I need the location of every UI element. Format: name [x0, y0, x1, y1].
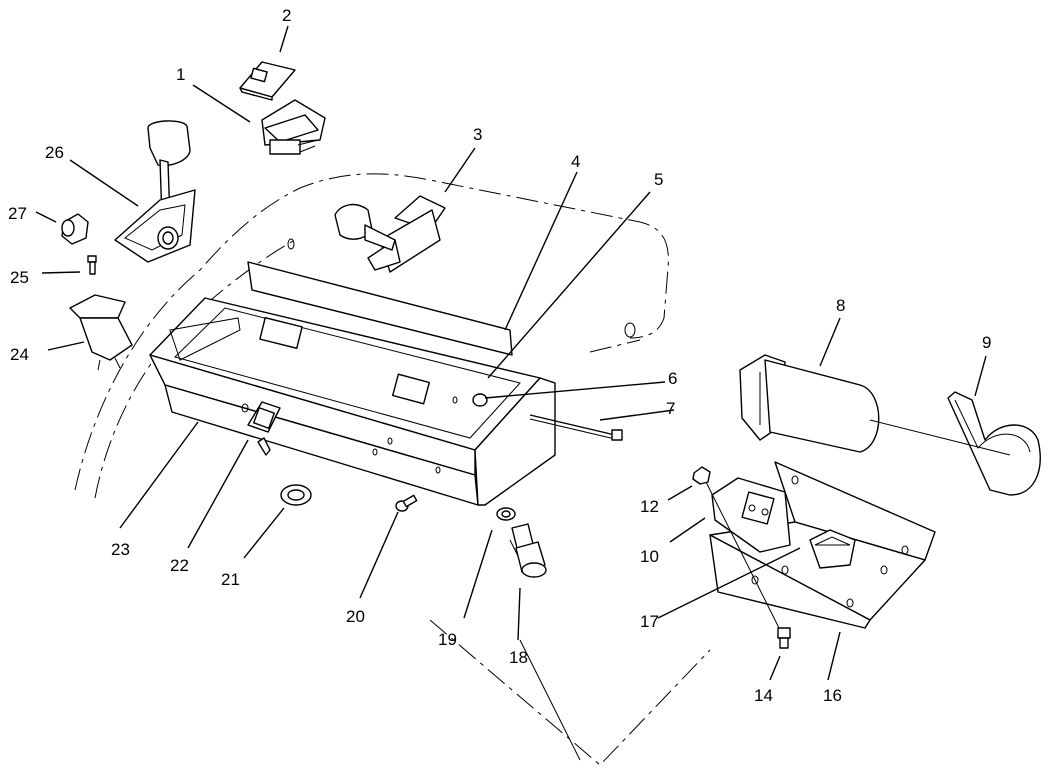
cover-plate	[247, 261, 513, 356]
callout-8: 8	[836, 296, 845, 315]
throttle-lever	[334, 195, 446, 273]
callout-3: 3	[473, 125, 482, 144]
hour-meter	[739, 354, 880, 453]
callout-2: 2	[282, 6, 291, 25]
indicator-light	[511, 523, 547, 578]
bracket-nut	[692, 466, 781, 631]
callout-19: 19	[438, 630, 457, 649]
washer	[496, 507, 516, 521]
callout-23: 23	[111, 540, 130, 559]
callout-25: 25	[10, 268, 29, 287]
callout-12: 12	[640, 497, 659, 516]
callout-22: 22	[170, 556, 189, 575]
callout-14: 14	[754, 686, 773, 705]
callout-21: 21	[221, 570, 240, 589]
leader-lines	[35, 25, 987, 681]
screw	[87, 255, 97, 275]
relay-block	[809, 529, 856, 569]
relay	[69, 294, 133, 371]
panel-screw	[395, 494, 418, 512]
switch-cap	[239, 61, 296, 101]
callout-27: 27	[8, 204, 27, 223]
callout-17: 17	[640, 612, 659, 631]
key-switch	[247, 401, 281, 456]
callout-18: 18	[509, 648, 528, 667]
shift-lever	[114, 120, 196, 263]
callout-24: 24	[10, 345, 29, 364]
callout-10: 10	[640, 547, 659, 566]
callout-6: 6	[668, 369, 677, 388]
callout-16: 16	[823, 686, 842, 705]
callout-26: 26	[45, 143, 64, 162]
control-panel	[149, 297, 556, 506]
callout-labels: 1 2 3 4 5 6 7 8 9 10 12 14 16 17 18 19 2…	[8, 6, 991, 705]
callout-20: 20	[346, 607, 365, 626]
callout-5: 5	[654, 170, 663, 189]
bracket-screw	[777, 627, 791, 649]
lock-nut	[280, 484, 312, 506]
meter-bracket	[869, 391, 1041, 496]
callout-4: 4	[571, 152, 580, 171]
bushing	[61, 213, 89, 245]
callout-9: 9	[982, 333, 991, 352]
callout-7: 7	[666, 399, 675, 418]
wire-connector	[711, 477, 791, 553]
carriage-bolt	[529, 414, 623, 441]
hex-nut	[472, 393, 488, 407]
rocker-switch	[261, 99, 326, 155]
callout-1: 1	[176, 65, 185, 84]
